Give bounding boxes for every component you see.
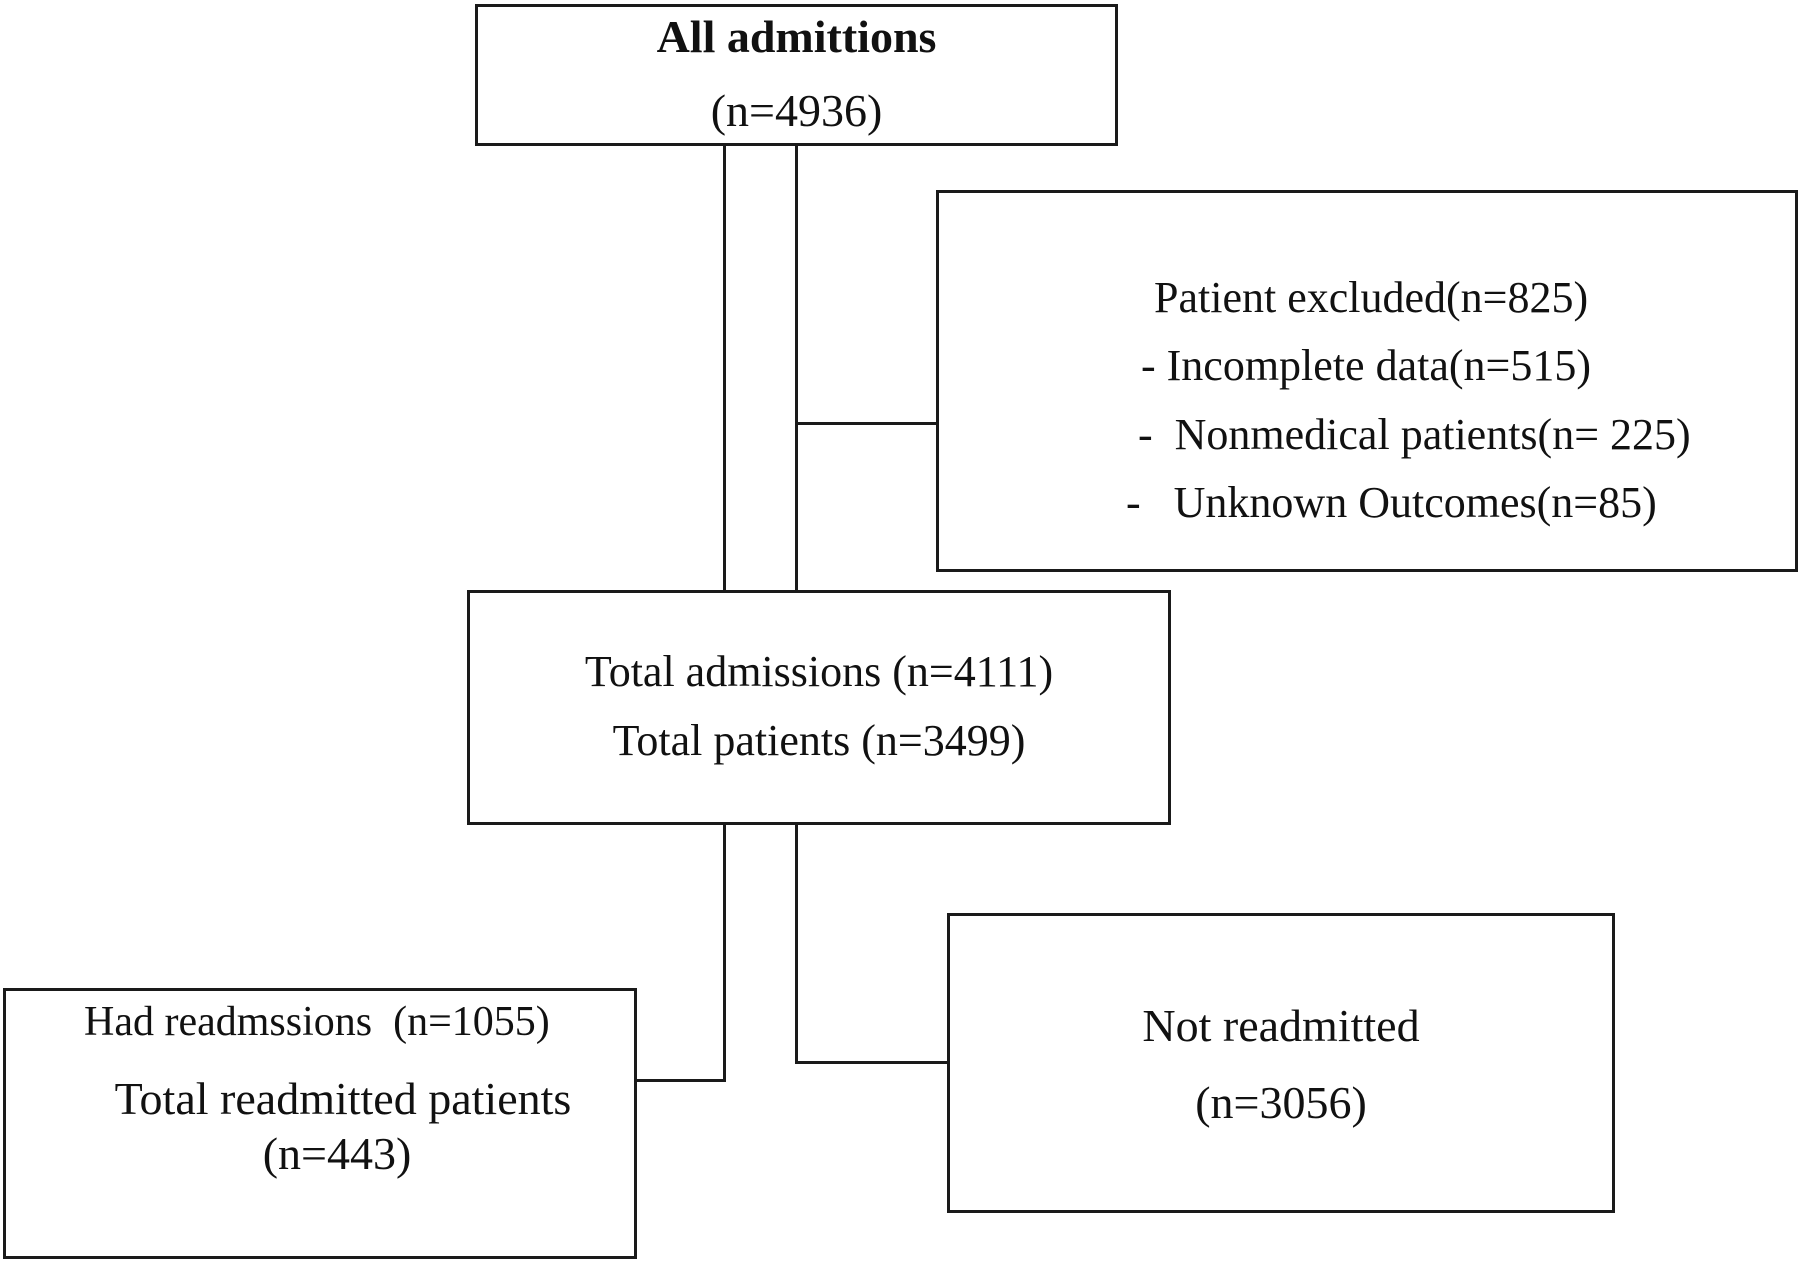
- total-box: [467, 590, 1171, 825]
- connector-total-to-readmitted-vertical: [723, 825, 726, 1082]
- readmissions-text: Had readmssions (n=1055): [84, 999, 550, 1045]
- excluded-box: [936, 190, 1798, 572]
- connector-all-to-total-left: [723, 146, 726, 590]
- readmitted-box: [3, 988, 637, 1259]
- connector-total-to-not-readmitted-vertical: [795, 825, 798, 1064]
- readmitted-patients-label: Total readmitted patients: [114, 1073, 572, 1124]
- connector-to-excluded: [795, 422, 936, 425]
- excluded-item-incomplete: - Incomplete data(n=515): [1141, 341, 1591, 390]
- not-readmitted-count: (n=3056): [1195, 1077, 1367, 1128]
- readmitted-patients-count: (n=443): [262, 1128, 412, 1179]
- excluded-item-unknown: - Unknown Outcomes(n=85): [1126, 478, 1657, 527]
- excluded-heading: Patient excluded(n=825): [1154, 273, 1589, 322]
- all-admissions-count: (n=4936): [710, 85, 883, 136]
- excluded-item-nonmedical: - Nonmedical patients(n= 225): [1138, 410, 1691, 459]
- connector-total-to-not-readmitted-horizontal: [795, 1061, 947, 1064]
- connector-total-to-readmitted-horizontal: [637, 1079, 726, 1082]
- total-patients-text: Total patients (n=3499): [612, 716, 1026, 765]
- total-admissions-text: Total admissions (n=4111): [584, 647, 1054, 696]
- all-admissions-box: [475, 4, 1118, 146]
- not-readmitted-label: Not readmitted: [1142, 1000, 1420, 1051]
- not-readmitted-box: [947, 913, 1615, 1213]
- all-admissions-title: All admittions: [656, 11, 937, 62]
- connector-all-to-total-right: [795, 146, 798, 590]
